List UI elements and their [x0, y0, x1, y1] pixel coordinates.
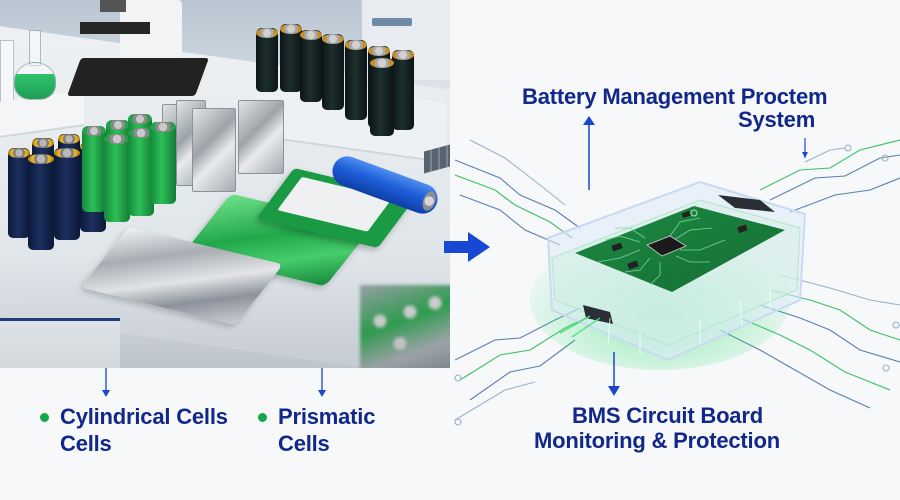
- label-prismatic-cells: Prismatic Cells: [278, 403, 375, 457]
- label-prismatic-line1: Prismatic: [278, 404, 376, 429]
- arrow-up-icon: [583, 116, 595, 190]
- label-prismatic-line2: Cells: [278, 431, 330, 456]
- dark-cell: [280, 24, 302, 92]
- green-bullet-icon: [258, 413, 267, 422]
- navy-cell: [54, 148, 80, 240]
- microscope-stage: [80, 22, 150, 34]
- dark-cell: [345, 40, 367, 120]
- title-line-2: System: [738, 107, 816, 132]
- bms-circuit-illustration: [454, 116, 900, 426]
- green-cell: [150, 122, 176, 204]
- navy-cell: [8, 148, 30, 238]
- bms-caption-line-1: BMS Circuit Board: [572, 403, 763, 428]
- green-bullet-icon: [40, 413, 49, 422]
- arrow-right-icon: [444, 232, 490, 262]
- dark-cell: [322, 34, 344, 110]
- arrow-down-icon: [608, 352, 620, 396]
- arrow-down-icon: [102, 368, 110, 397]
- microscope-base: [67, 58, 209, 96]
- dark-cell: [370, 58, 394, 136]
- arrow-down-icon: [802, 138, 808, 158]
- navy-cell: [28, 154, 54, 250]
- green-flask: [14, 30, 56, 100]
- microscope-head: [100, 0, 126, 12]
- dark-cell: [392, 50, 414, 130]
- green-cell: [82, 126, 106, 212]
- dark-cell: [300, 30, 322, 102]
- pouch-cell: [192, 108, 236, 192]
- arrow-down-icon: [318, 368, 326, 397]
- pouch-cell: [238, 100, 284, 174]
- label-cylindrical-line1: Cylindrical Cells: [60, 404, 228, 429]
- green-cell: [128, 128, 154, 216]
- bench-drawer: [0, 318, 120, 368]
- battery-cells-photo: [0, 0, 450, 368]
- dark-cell: [256, 28, 278, 92]
- green-cell: [104, 134, 130, 222]
- bms-caption-line-2: Monitoring & Protection: [534, 428, 780, 453]
- title-line-1: Battery Management Proctem: [522, 84, 828, 109]
- label-cylindrical-cells: Cylindrical Cells Cells: [60, 403, 228, 457]
- label-cylindrical-line2: Cells: [60, 431, 112, 456]
- foreground-cells: [360, 285, 450, 368]
